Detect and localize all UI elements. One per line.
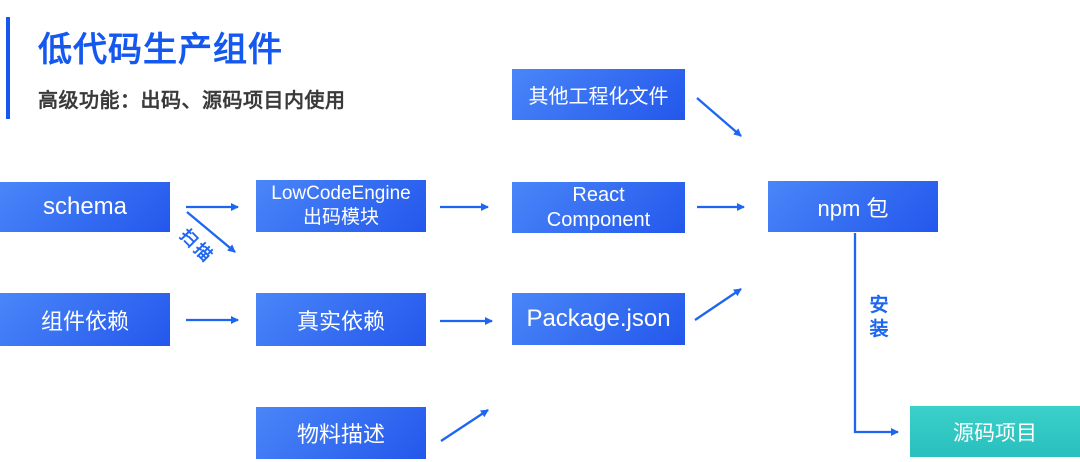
node-schema: schema (0, 182, 170, 232)
node-source-project: 源码项目 (910, 406, 1080, 457)
node-lowcode-engine-codegen-module: LowCodeEngine 出码模块 (256, 180, 426, 232)
title-accent-bar (6, 17, 10, 119)
node-real-deps: 真实依赖 (256, 293, 426, 346)
arrow-material-desc-up (440, 409, 489, 442)
arrow-other-files-to-npm-package (696, 97, 742, 137)
page-title: 低代码生产组件 (38, 31, 283, 69)
arrow-package-json-to-npm-package (694, 288, 742, 321)
node-react-component: React Component (512, 182, 685, 233)
node-other-engineering-files: 其他工程化文件 (512, 69, 685, 120)
page-subtitle: 高级功能：出码、源码项目内使用 (38, 90, 346, 112)
node-package-json: Package.json (512, 293, 685, 345)
node-npm-package: npm 包 (768, 181, 938, 232)
edge-label-install: 安装 (869, 295, 889, 340)
node-component-deps: 组件依赖 (0, 293, 170, 346)
node-material-description: 物料描述 (256, 407, 426, 459)
edge-label-scan: 扫描 (176, 225, 218, 268)
